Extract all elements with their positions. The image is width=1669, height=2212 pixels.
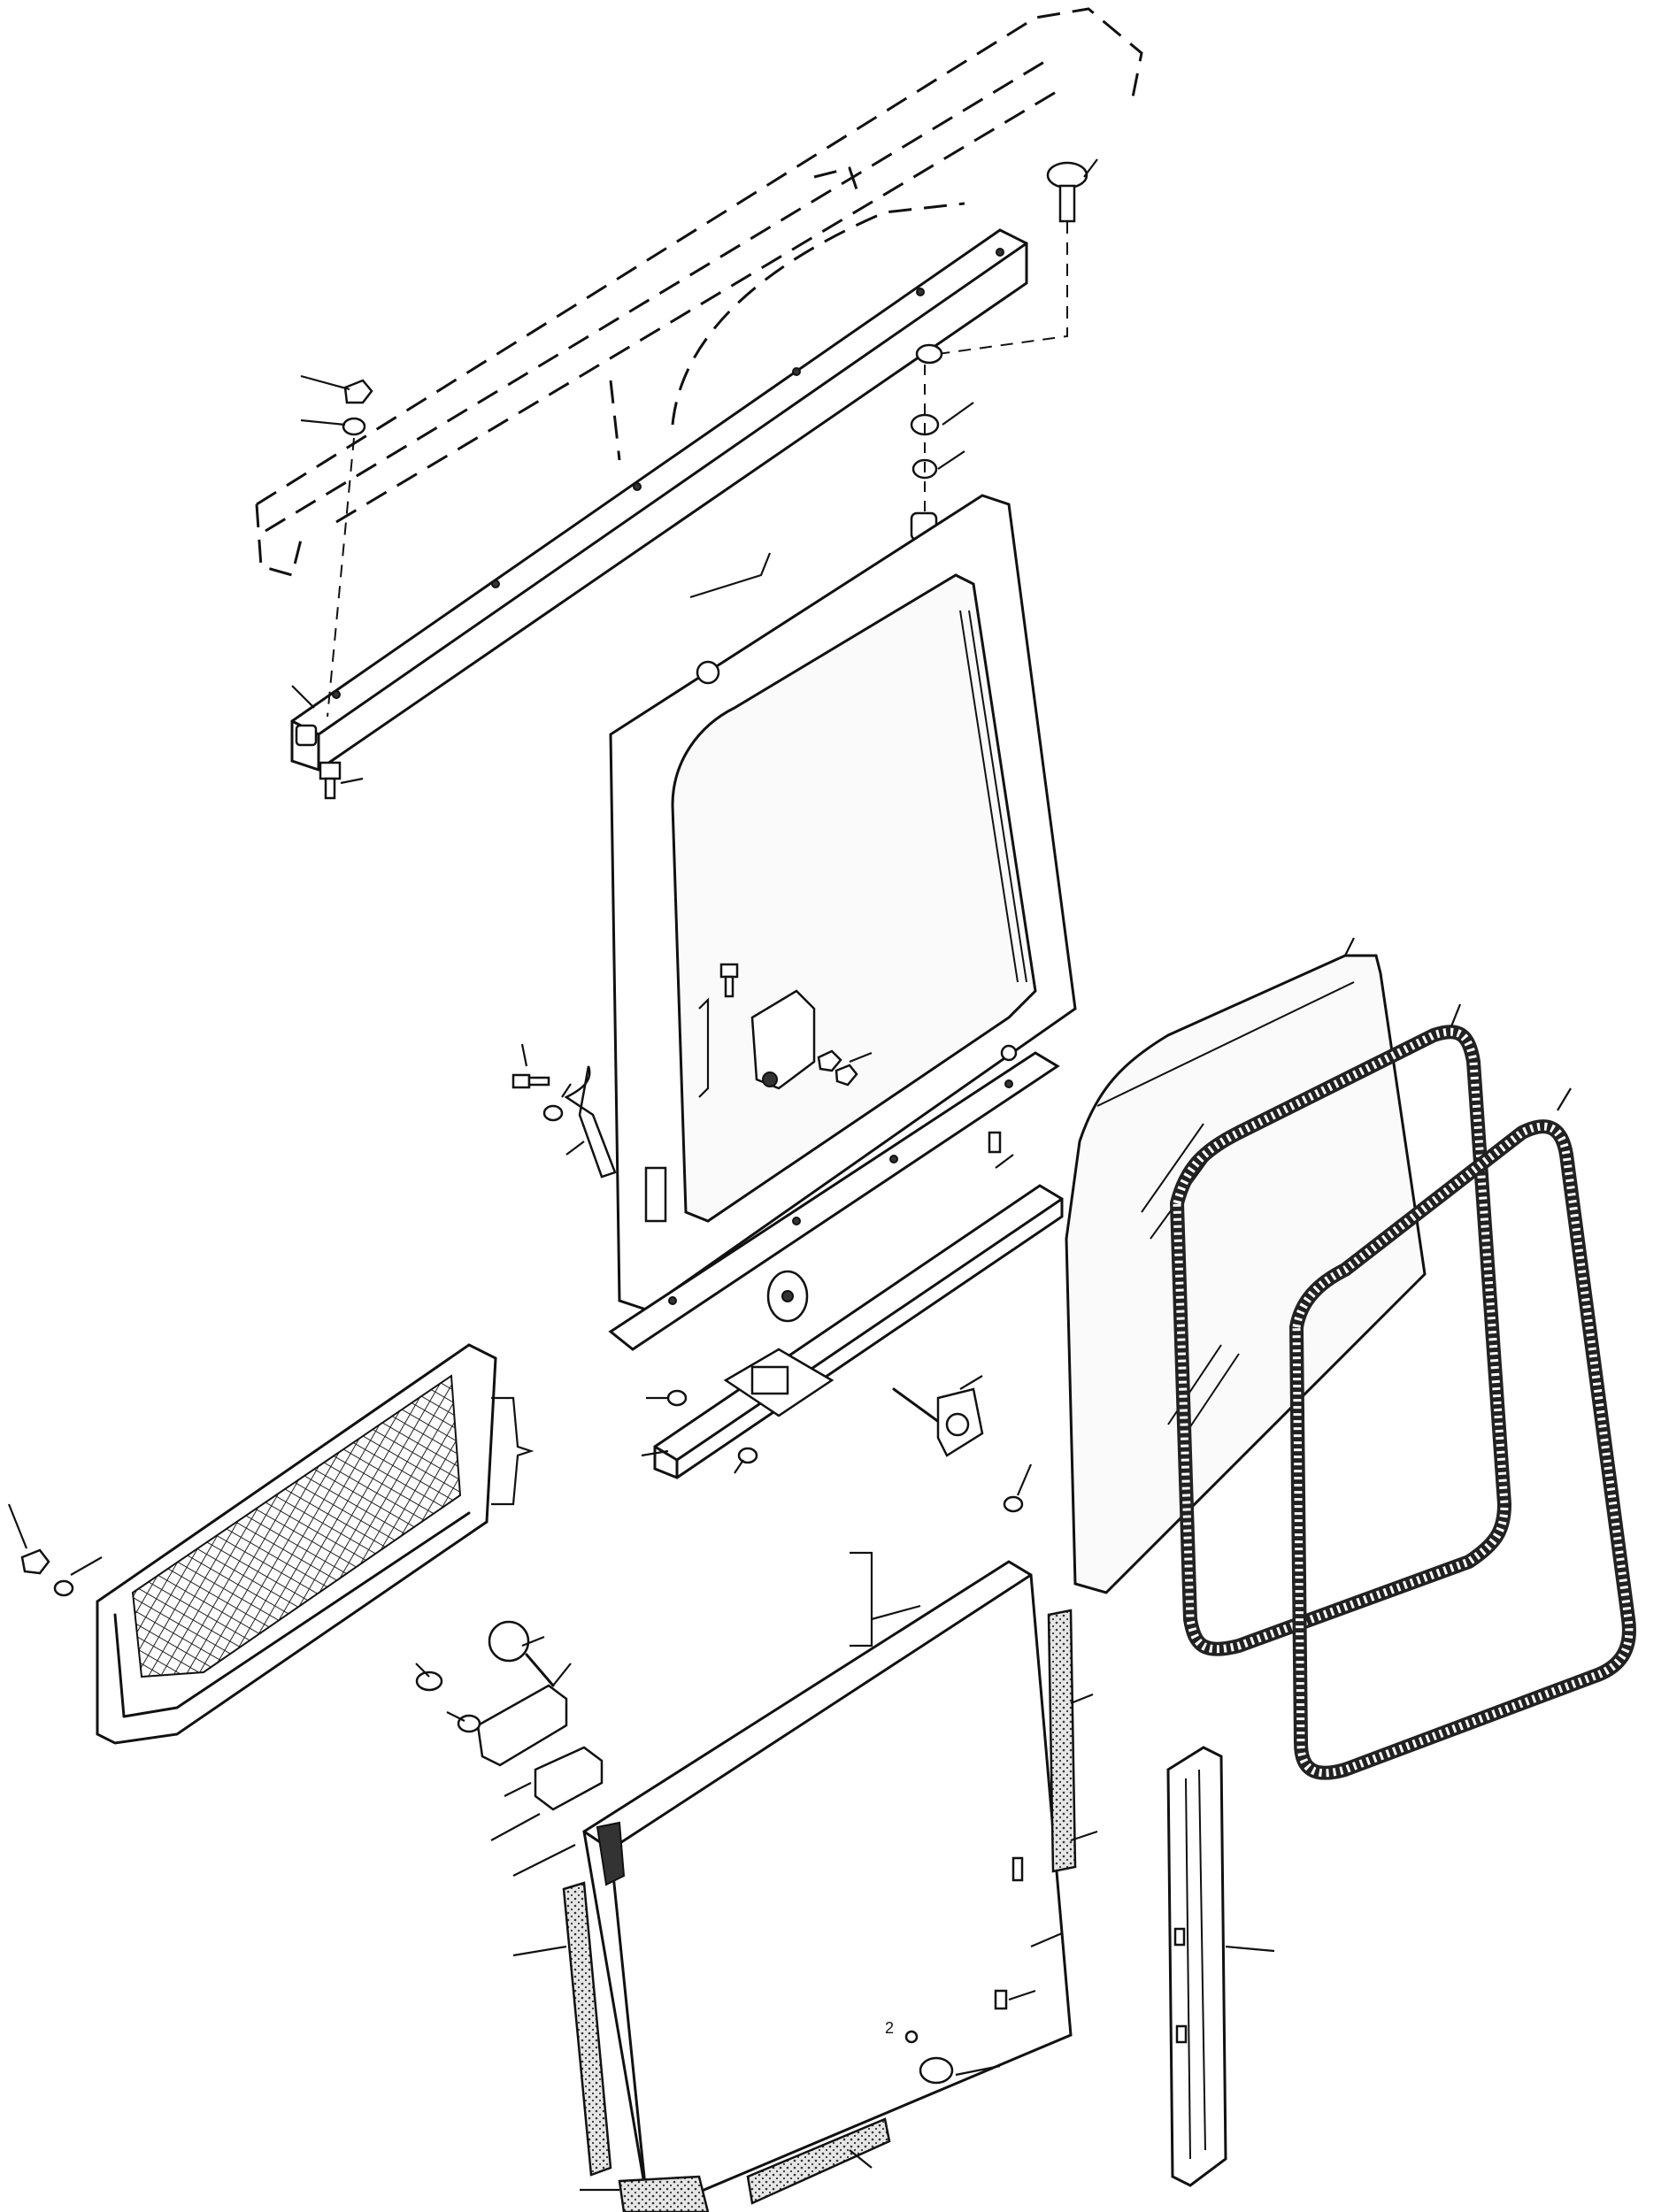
latch-handle — [892, 1387, 984, 1457]
pivot-bushing-icon — [910, 343, 943, 541]
lower-door-panel — [582, 1560, 1073, 2205]
door-edge-trim — [1166, 1746, 1227, 2187]
hinge-arm-icon — [564, 1065, 617, 1179]
bolt-icon — [511, 1073, 550, 1089]
door-handle-knob — [415, 1620, 604, 1811]
inner-seal-icon — [1289, 1119, 1636, 1780]
rubber-seal-icon — [1170, 1025, 1511, 1656]
hex-nut-icon — [343, 379, 373, 404]
lock-washer-icon — [342, 417, 366, 436]
mesh-screen-icon — [20, 1343, 497, 1745]
window-glass-icon — [1065, 954, 1427, 1594]
bolt-icon — [319, 761, 342, 800]
door-latch-assembly — [719, 963, 858, 1090]
upper-door-rail — [290, 228, 1028, 772]
hex-nut-icon — [817, 1049, 858, 1087]
knob-icon — [904, 2030, 954, 2085]
latch-screw-icon — [719, 963, 739, 998]
cab-roof-phantom-outline — [255, 7, 1143, 577]
qty-note-knob: 2 — [885, 2019, 894, 2037]
washer-icon — [542, 1104, 564, 1122]
callout-leaders — [7, 158, 1572, 2192]
pivot-pin-icon — [1046, 161, 1088, 223]
upper-rail-fasteners — [319, 161, 1088, 800]
hinge-hardware-left — [511, 1065, 617, 1179]
bolt-icon — [20, 1548, 74, 1597]
window-lower-rail — [608, 1051, 1060, 1351]
weatherstrip-strips — [562, 1609, 1077, 2212]
window-catch — [723, 1270, 834, 1417]
